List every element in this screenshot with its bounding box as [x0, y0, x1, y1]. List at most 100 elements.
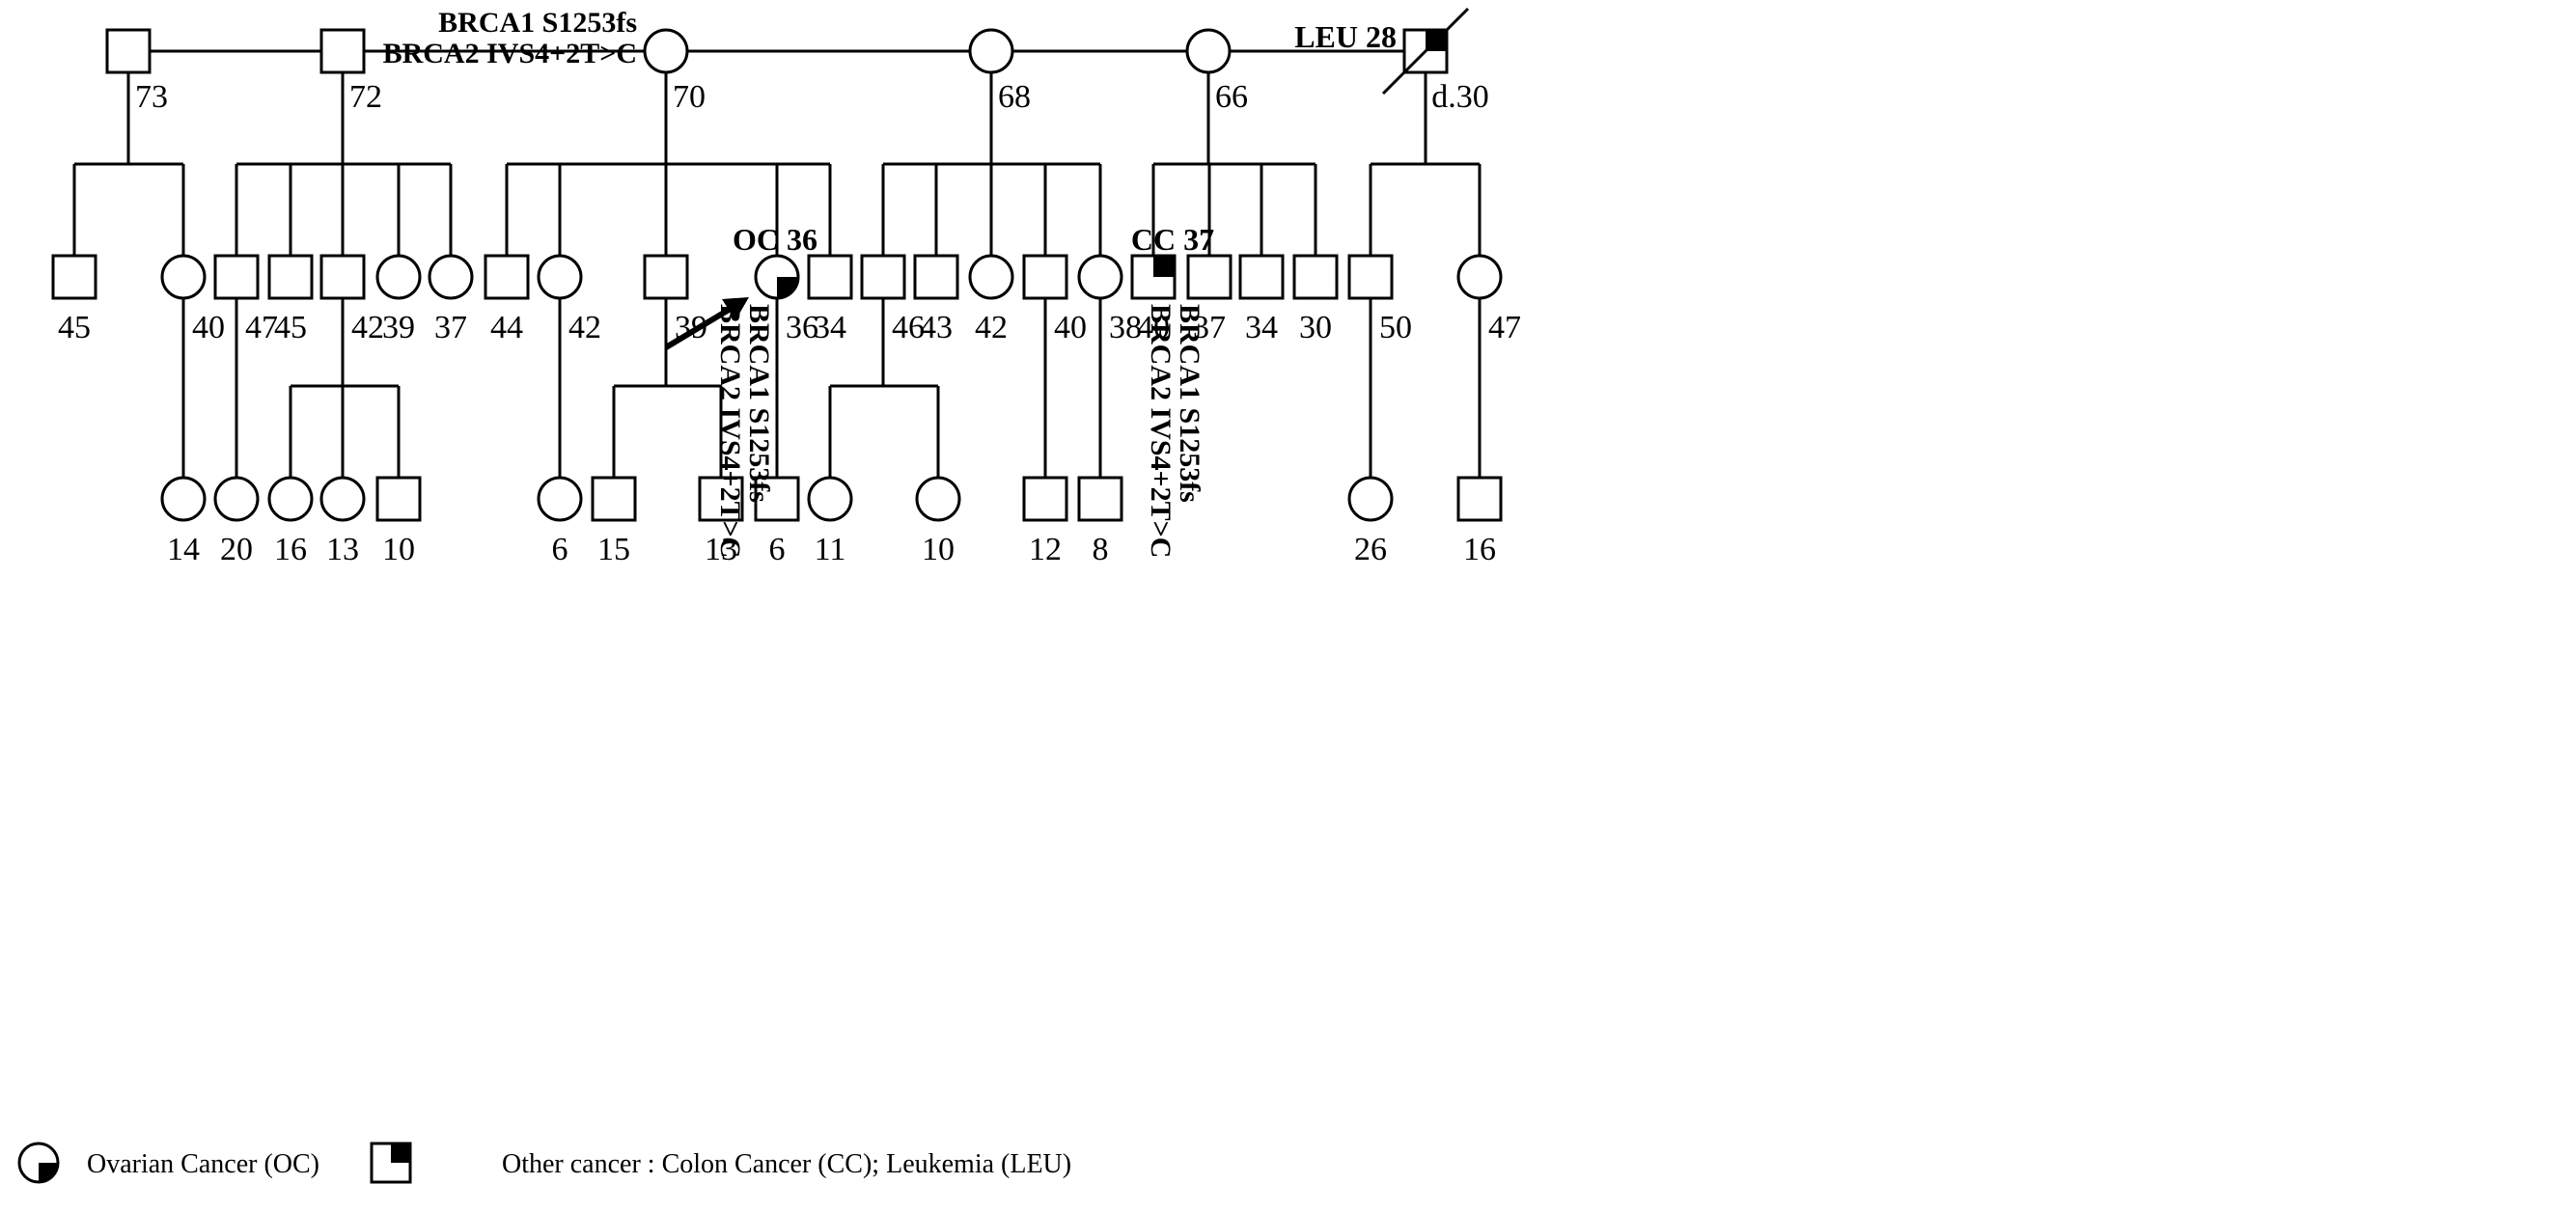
- male-square-icon: [807, 254, 853, 300]
- age-label: 12: [1029, 532, 1062, 567]
- male-square-icon: [105, 28, 152, 74]
- gen3-person-5: [537, 476, 583, 522]
- male-square-icon: [1077, 476, 1123, 522]
- legend-ovarian-icon: [17, 1142, 60, 1184]
- male-square-icon: [213, 254, 260, 300]
- gen1-person-0: [105, 28, 152, 74]
- gen3-person-3: [319, 476, 366, 522]
- gen2-person-9: [643, 254, 689, 300]
- age-label: 46: [892, 310, 925, 345]
- age-label: 8: [1093, 532, 1109, 567]
- age-label: 16: [274, 532, 307, 567]
- male-square-icon: [591, 476, 637, 522]
- mutation-label: BRCA1 S1253fs: [743, 304, 775, 503]
- female-circle-icon: [160, 254, 207, 300]
- age-label: 38: [1109, 310, 1142, 345]
- gen3-person-0: [160, 476, 207, 522]
- gen2-person-11: [807, 254, 853, 300]
- female-circle-icon: [807, 476, 853, 522]
- male-square-icon: [860, 254, 906, 300]
- mutation-label: BRCA2 IVS4+2T>C: [383, 38, 637, 69]
- gen3-person-12: [1077, 476, 1123, 522]
- male-square-icon: [375, 476, 422, 522]
- male-square-icon: [1456, 476, 1503, 522]
- female-circle-icon: [428, 254, 474, 300]
- gen2-person-3: [267, 254, 314, 300]
- age-label: 16: [1463, 532, 1496, 567]
- age-label: 45: [274, 310, 307, 345]
- gen2-person-5: [375, 254, 422, 300]
- age-label: 37: [434, 310, 467, 345]
- gen2-person-15: [1022, 254, 1068, 300]
- age-label: 13: [705, 532, 737, 567]
- gen2-person-7: [484, 254, 530, 300]
- male-square-icon: [51, 254, 97, 300]
- female-circle-icon: [160, 476, 207, 522]
- mutation-label: BRCA1 S1253fs: [1174, 304, 1205, 503]
- age-label: 44: [490, 310, 523, 345]
- gen2-person-21: [1347, 254, 1394, 300]
- gen1-person-4: [1185, 28, 1232, 74]
- other-cancer-quadrant-icon: [1153, 256, 1175, 277]
- age-label: 37: [1193, 310, 1226, 345]
- male-square-icon: [754, 476, 800, 522]
- pedigree-symbols: [51, 7, 1503, 522]
- other-cancer-quadrant-icon: [391, 1143, 410, 1163]
- gen2-person-20: [1292, 254, 1339, 300]
- gen2-person-1: [160, 254, 207, 300]
- legend-ovarian-label: Ovarian Cancer (OC): [87, 1149, 319, 1179]
- age-label: 40: [192, 310, 225, 345]
- pedigree-lines: [72, 49, 1482, 478]
- gen3-person-11: [1022, 476, 1068, 522]
- gen3-person-8: [754, 476, 800, 522]
- age-label: 40: [1054, 310, 1087, 345]
- female-circle-icon: [1077, 254, 1123, 300]
- gen2-person-17: [1130, 254, 1177, 300]
- age-label: 43: [920, 310, 953, 345]
- male-square-icon: [643, 254, 689, 300]
- diagnosis-label: LEU 28: [1294, 19, 1397, 54]
- mutation-label: BRCA2 IVS4+2T>C: [714, 304, 746, 558]
- female-circle-icon: [968, 28, 1014, 74]
- female-circle-icon: [915, 476, 961, 522]
- gen2-person-16: [1077, 254, 1123, 300]
- gen2-person-4: [319, 254, 366, 300]
- male-square-icon: [1022, 254, 1068, 300]
- gen2-person-19: [1238, 254, 1285, 300]
- gen2-person-6: [428, 254, 474, 300]
- gen1-person-1: [319, 28, 366, 74]
- female-circle-icon: [968, 254, 1014, 300]
- female-circle-icon: [537, 254, 583, 300]
- age-label: 34: [1245, 310, 1278, 345]
- male-square-icon: [1292, 254, 1339, 300]
- male-square-icon: [319, 254, 366, 300]
- diagnosis-label: OC 36: [733, 222, 817, 257]
- age-label: 68: [998, 79, 1031, 115]
- gen2-person-8: [537, 254, 583, 300]
- male-square-icon: [1238, 254, 1285, 300]
- age-label: 72: [349, 79, 382, 115]
- gen2-person-18: [1186, 254, 1233, 300]
- female-circle-icon: [375, 254, 422, 300]
- female-circle-icon: [1347, 476, 1394, 522]
- ovarian-cancer-quadrant-icon: [39, 1163, 58, 1182]
- male-square-icon: [1022, 476, 1068, 522]
- gen1-person-5: [1381, 7, 1470, 96]
- proband-arrowhead-icon: [722, 297, 749, 320]
- age-label: 36: [786, 310, 818, 345]
- gen3-person-6: [591, 476, 637, 522]
- age-label: 70: [673, 79, 706, 115]
- age-label: 34: [814, 310, 846, 345]
- legend-other-label: Other cancer : Colon Cancer (CC); Leukem…: [502, 1149, 1071, 1179]
- male-square-icon: [1186, 254, 1233, 300]
- age-label: 10: [922, 532, 955, 567]
- legend-other-icon: [370, 1142, 412, 1184]
- age-label: 40: [1137, 310, 1170, 345]
- male-square-icon: [267, 254, 314, 300]
- age-label: 6: [769, 532, 786, 567]
- age-label: 14: [167, 532, 200, 567]
- age-label: d.30: [1431, 79, 1489, 115]
- gen1-person-2: [643, 28, 689, 74]
- age-label: 20: [220, 532, 253, 567]
